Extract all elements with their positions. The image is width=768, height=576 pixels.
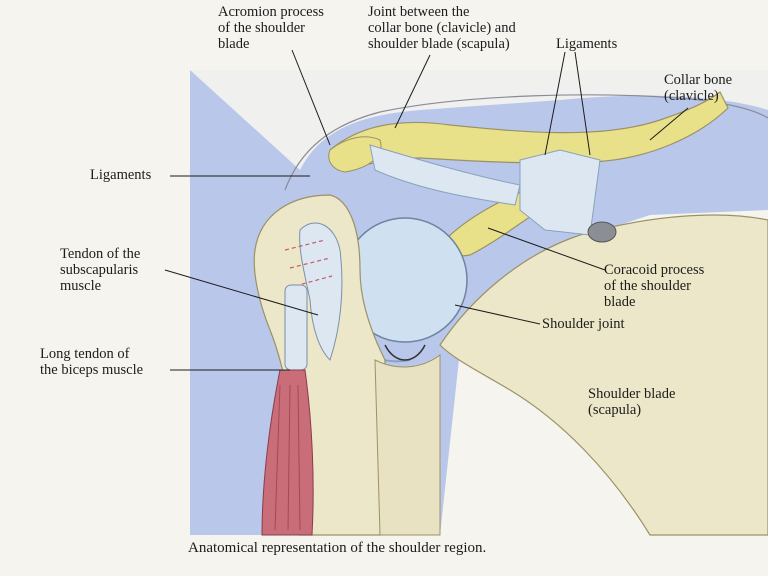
figure-caption: Anatomical representation of the shoulde… (188, 540, 487, 556)
label-collar-bone: Collar bone (clavicle) (664, 72, 733, 104)
clavicle-shape (329, 91, 729, 171)
label-joint-between: Joint between the collar bone (clavicle)… (368, 4, 516, 52)
label-ligaments-top: Ligaments (556, 36, 618, 52)
label-shoulder-blade: Shoulder blade (scapula) (588, 386, 676, 418)
subscapularis-tendon (299, 222, 343, 361)
label-acromion-process: Acromion process of the shoulder blade (218, 4, 324, 52)
biceps-muscle (261, 369, 314, 536)
label-shoulder-joint: Shoulder joint (542, 316, 625, 332)
leader-lines (164, 49, 689, 371)
label-tendon-subscapularis: Tendon of the subscapularis muscle (60, 246, 141, 294)
humerus-shaft (253, 194, 386, 536)
ligament-bundle (369, 144, 521, 206)
label-coracoid-process: Coracoid process of the shoulder blade (604, 262, 705, 310)
label-ligaments-left: Ligaments (90, 167, 152, 183)
label-long-tendon-biceps: Long tendon of the biceps muscle (40, 346, 144, 378)
